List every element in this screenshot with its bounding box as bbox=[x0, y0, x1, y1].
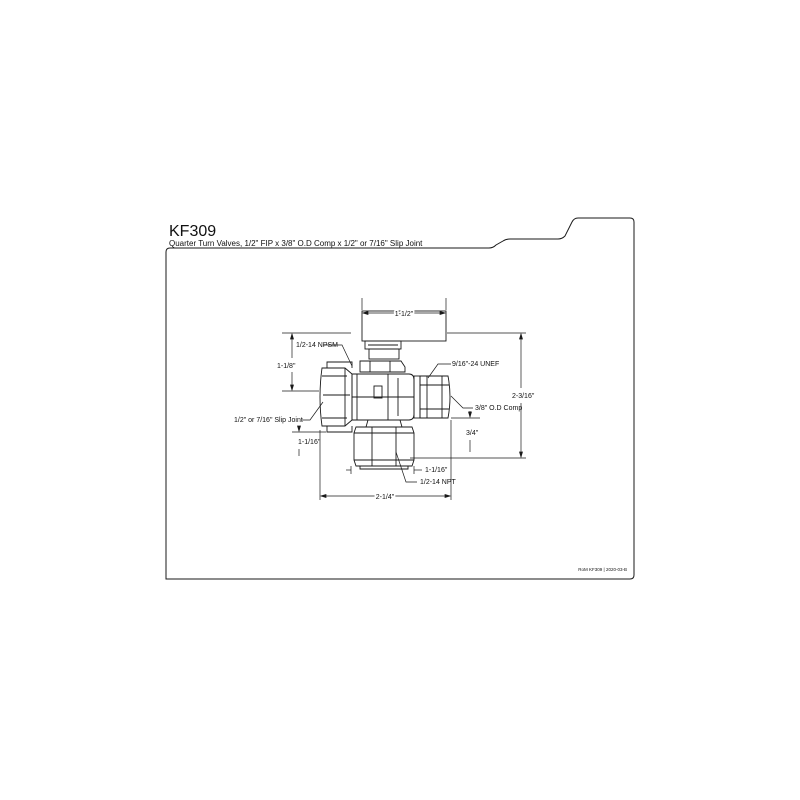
bottom-fip-nut bbox=[353, 419, 415, 470]
dimension-lines bbox=[282, 298, 526, 500]
label-bottom-thread: 1/2-14 NPT bbox=[420, 479, 457, 486]
label-inlet-thread: 1/2-14 NPSM bbox=[296, 342, 338, 349]
label-inlet-offset: 1-1/16" bbox=[298, 439, 321, 446]
dim-overall-height bbox=[410, 332, 526, 459]
dim-outlet-offset bbox=[451, 411, 480, 452]
dimension-labels: 1-1/2" 1/2-14 NPSM 1-1/8" 1/2" or 7/16" … bbox=[234, 310, 535, 503]
leader-outlet-comp bbox=[450, 395, 473, 409]
sheet-border bbox=[165, 217, 635, 580]
label-overall-height: 2-3/16" bbox=[512, 393, 535, 400]
label-overall-width: 2-1/4" bbox=[376, 494, 395, 501]
label-slip-nut-height: 1-1/8" bbox=[277, 363, 296, 370]
product-description: Quarter Turn Valves, 1/2" FIP x 3/8" O.D… bbox=[169, 239, 423, 248]
slip-joint-nut bbox=[319, 361, 353, 433]
leader-inlet-thread bbox=[323, 344, 353, 367]
leader-outlet-thread bbox=[427, 363, 451, 379]
compression-nut bbox=[413, 375, 451, 419]
label-outlet-comp: 3/8" O.D Comp bbox=[475, 405, 522, 412]
valve-stem bbox=[359, 360, 406, 373]
label-outlet-offset: 3/4" bbox=[466, 430, 479, 437]
dim-handle-width bbox=[361, 298, 447, 315]
dim-overall-width bbox=[319, 420, 452, 500]
model-number: KF309 bbox=[169, 223, 216, 240]
label-bottom-nut-width: 1-1/16" bbox=[425, 467, 448, 474]
valve-drawing bbox=[319, 310, 451, 470]
label-slip-joint: 1/2" or 7/16" Slip Joint bbox=[234, 417, 303, 424]
label-outlet-thread: 9/16"-24 UNEF bbox=[452, 361, 499, 368]
dim-bottom-nut-width bbox=[346, 466, 422, 474]
revision-reference: RoM KF309 | 2020-03-B bbox=[578, 567, 627, 572]
leader-bottom-thread bbox=[395, 451, 417, 483]
leader-slip-joint bbox=[302, 401, 324, 421]
valve-body bbox=[351, 373, 415, 421]
handle bbox=[361, 310, 447, 360]
label-handle-width: 1-1/2" bbox=[395, 311, 414, 318]
dim-slip-nut-height bbox=[282, 332, 351, 392]
